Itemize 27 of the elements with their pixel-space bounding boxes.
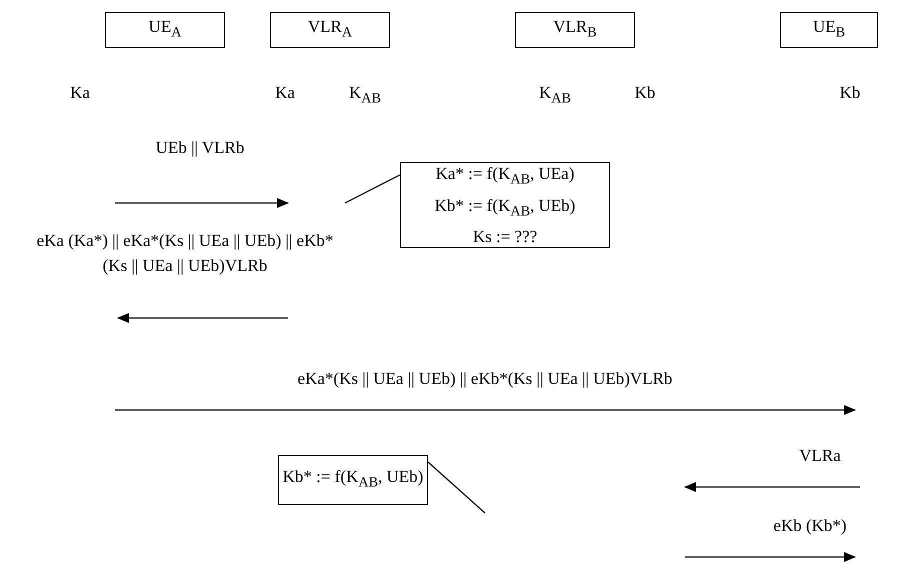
participant-name: UE$_{A}$ bbox=[148, 16, 182, 43]
key-label: Kb bbox=[838, 82, 862, 104]
message-label: eKa*(Ks || UEa || UEb) || eKb*(Ks || UEa || UEb)VLRb bbox=[296, 368, 674, 390]
participant-box bbox=[515, 12, 635, 48]
message-label: eKb (Kb*) bbox=[772, 515, 848, 537]
key-label: K$_{AB}$ bbox=[348, 82, 382, 108]
participant-box bbox=[270, 12, 390, 48]
key-label: K$_{AB}$ bbox=[538, 82, 572, 108]
message-label: UEb || VLRb bbox=[154, 137, 246, 159]
participant-box bbox=[105, 12, 225, 48]
message-label: VLRa bbox=[798, 445, 842, 467]
leader-line bbox=[344, 174, 400, 204]
key-label: Ka bbox=[69, 82, 91, 104]
note-text: Kb* := f(K$_{AB}$, UEb) bbox=[434, 194, 576, 221]
note-text: Kb* := f(K$_{AB}$, UEb) bbox=[282, 466, 424, 493]
note-box bbox=[278, 455, 428, 505]
participant-name: VLR$_{A}$ bbox=[308, 16, 352, 43]
note-box bbox=[400, 162, 610, 248]
key-label: Kb bbox=[634, 82, 656, 104]
participant-name: UE$_{B}$ bbox=[812, 16, 846, 43]
participant-name: VLR$_{B}$ bbox=[553, 16, 597, 43]
note-text: Ka* := f(K$_{AB}$, UEa) bbox=[436, 163, 574, 190]
message-label: eKa (Ka*) || eKa*(Ks || UEa || UEb) || eKb*(Ks || UEa || UEb)VLRb bbox=[36, 230, 334, 277]
key-label: Ka bbox=[274, 82, 296, 104]
participant-box bbox=[780, 12, 878, 48]
note-text: Ks := ??? bbox=[472, 226, 538, 248]
leader-line bbox=[428, 462, 486, 514]
